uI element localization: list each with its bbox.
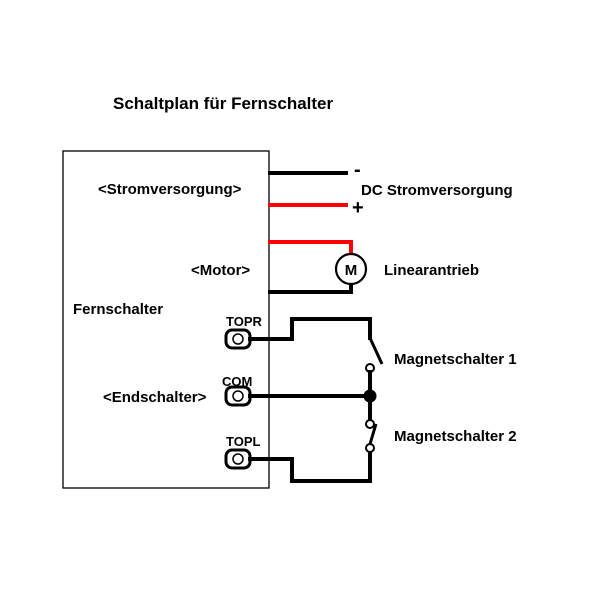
- diagram-title: Schaltplan für Fernschalter: [113, 94, 333, 113]
- motor-port-label: <Motor>: [191, 262, 250, 279]
- motor-symbol: M: [345, 262, 358, 279]
- magnetic-switch-2-icon: [365, 398, 378, 453]
- dc-supply-label: DC Stromversorgung: [361, 182, 513, 199]
- power-port-label: <Stromversorgung>: [98, 181, 242, 198]
- plus-sign: +: [352, 197, 364, 219]
- magnetic-switch-1-label: Magnetschalter 1: [394, 351, 517, 368]
- motor-black-wire: [268, 282, 353, 294]
- minus-sign: -: [354, 159, 361, 181]
- motor-red-wire: [268, 240, 353, 256]
- com-junction: [363, 389, 377, 403]
- topr-label: TOPR: [226, 314, 262, 329]
- actuator-label: Linearantrieb: [384, 262, 479, 279]
- magnetic-switch-2-label: Magnetschalter 2: [394, 428, 517, 445]
- limit-switch-port-label: <Endschalter>: [103, 389, 207, 406]
- topl-label: TOPL: [226, 434, 260, 449]
- topr-terminal-icon: [224, 328, 252, 350]
- motor-icon: [334, 252, 368, 286]
- remote-switch-box: [62, 150, 270, 489]
- topr-wire: [248, 317, 372, 341]
- com-label: COM: [222, 374, 252, 389]
- box-label: Fernschalter: [73, 301, 163, 318]
- topl-wire: [248, 449, 372, 483]
- com-terminal-icon: [224, 385, 252, 407]
- magnetic-switch-1-icon: [365, 337, 384, 394]
- topl-terminal-icon: [224, 448, 252, 470]
